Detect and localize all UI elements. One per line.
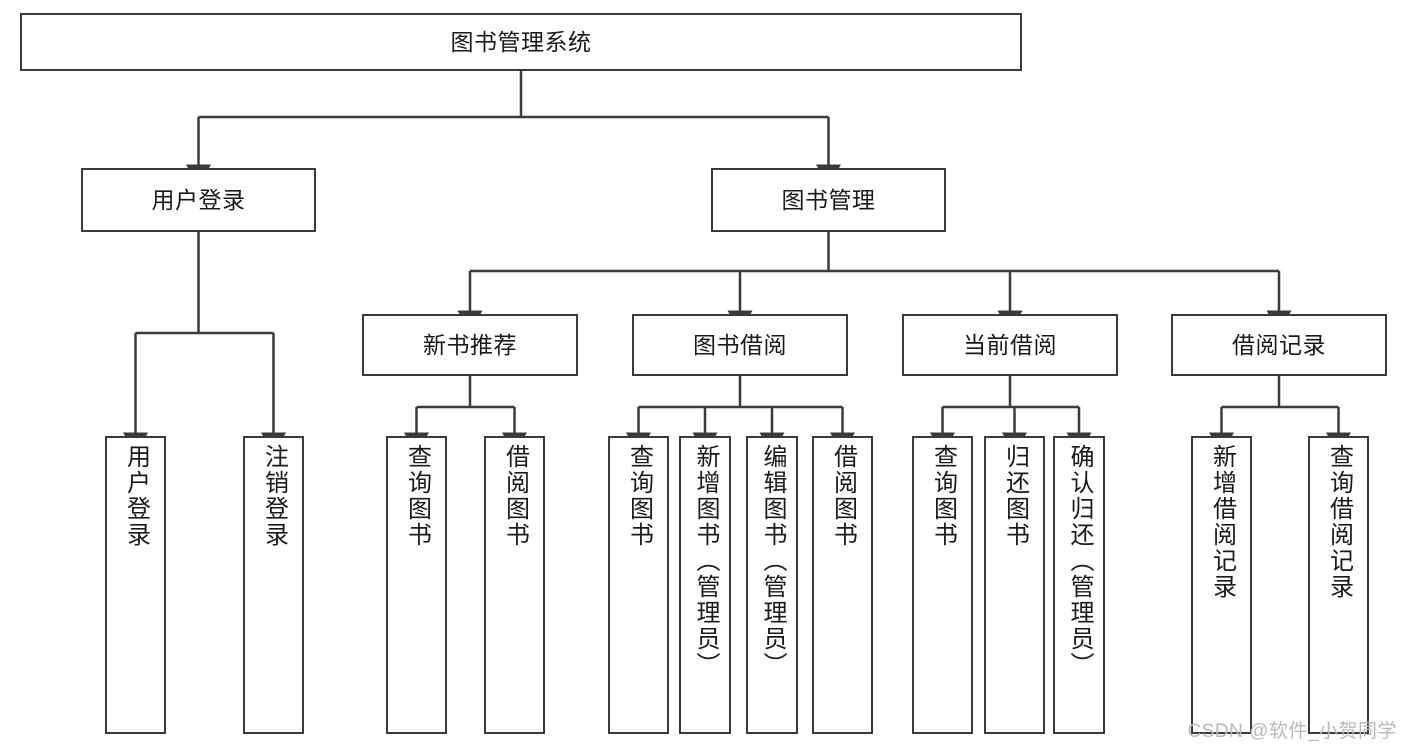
node-leaf-login-2[interactable]: 注销登录 xyxy=(243,436,304,734)
node-label: 当前借阅 xyxy=(963,331,1057,358)
watermark: CSDN @软件_小贺同学 xyxy=(1187,721,1397,742)
node-label: 新书推荐 xyxy=(423,331,517,358)
node-borrow[interactable]: 图书借阅 xyxy=(632,314,848,376)
node-label: 图书借阅 xyxy=(693,331,787,358)
node-leaf-cur-1[interactable]: 查询图书 xyxy=(912,436,973,734)
node-label: 用户登录 xyxy=(122,444,150,548)
node-leaf-new-1[interactable]: 查询图书 xyxy=(386,436,447,734)
node-leaf-bor-2[interactable]: 新增图书（管理员） xyxy=(679,436,731,734)
node-label: 编辑图书（管理员） xyxy=(759,444,786,678)
edge-layer xyxy=(123,71,1351,455)
node-leaf-bor-4[interactable]: 借阅图书 xyxy=(812,436,873,734)
node-label: 查询图书 xyxy=(403,444,431,548)
node-leaf-cur-3[interactable]: 确认归还（管理员） xyxy=(1053,436,1105,734)
node-label: 新增图书（管理员） xyxy=(692,444,719,678)
node-label: 查询借阅记录 xyxy=(1325,444,1353,600)
node-leaf-new-2[interactable]: 借阅图书 xyxy=(484,436,545,734)
node-label: 确认归还（管理员） xyxy=(1066,444,1093,678)
node-login[interactable]: 用户登录 xyxy=(81,168,316,232)
node-current[interactable]: 当前借阅 xyxy=(902,314,1118,376)
node-leaf-bor-3[interactable]: 编辑图书（管理员） xyxy=(746,436,798,734)
node-label: 查询图书 xyxy=(929,444,957,548)
node-label: 注销登录 xyxy=(260,444,288,548)
node-label: 用户登录 xyxy=(151,186,246,213)
node-leaf-login-1[interactable]: 用户登录 xyxy=(105,436,166,734)
node-root[interactable]: 图书管理系统 xyxy=(20,13,1022,71)
node-label: 图书管理系统 xyxy=(450,28,592,55)
node-label: 借阅记录 xyxy=(1232,331,1326,358)
node-label: 借阅图书 xyxy=(501,444,529,548)
node-label: 图书管理 xyxy=(781,186,876,213)
node-leaf-rec-2[interactable]: 查询借阅记录 xyxy=(1308,436,1369,734)
node-records[interactable]: 借阅记录 xyxy=(1171,314,1387,376)
node-newbook[interactable]: 新书推荐 xyxy=(362,314,578,376)
node-label: 新增借阅记录 xyxy=(1208,444,1236,600)
node-leaf-cur-2[interactable]: 归还图书 xyxy=(984,436,1045,734)
node-bookmgmt[interactable]: 图书管理 xyxy=(711,168,946,232)
node-leaf-bor-1[interactable]: 查询图书 xyxy=(608,436,669,734)
node-label: 借阅图书 xyxy=(829,444,857,548)
node-label: 查询图书 xyxy=(625,444,653,548)
node-leaf-rec-1[interactable]: 新增借阅记录 xyxy=(1191,436,1252,734)
node-label: 归还图书 xyxy=(1001,444,1029,548)
